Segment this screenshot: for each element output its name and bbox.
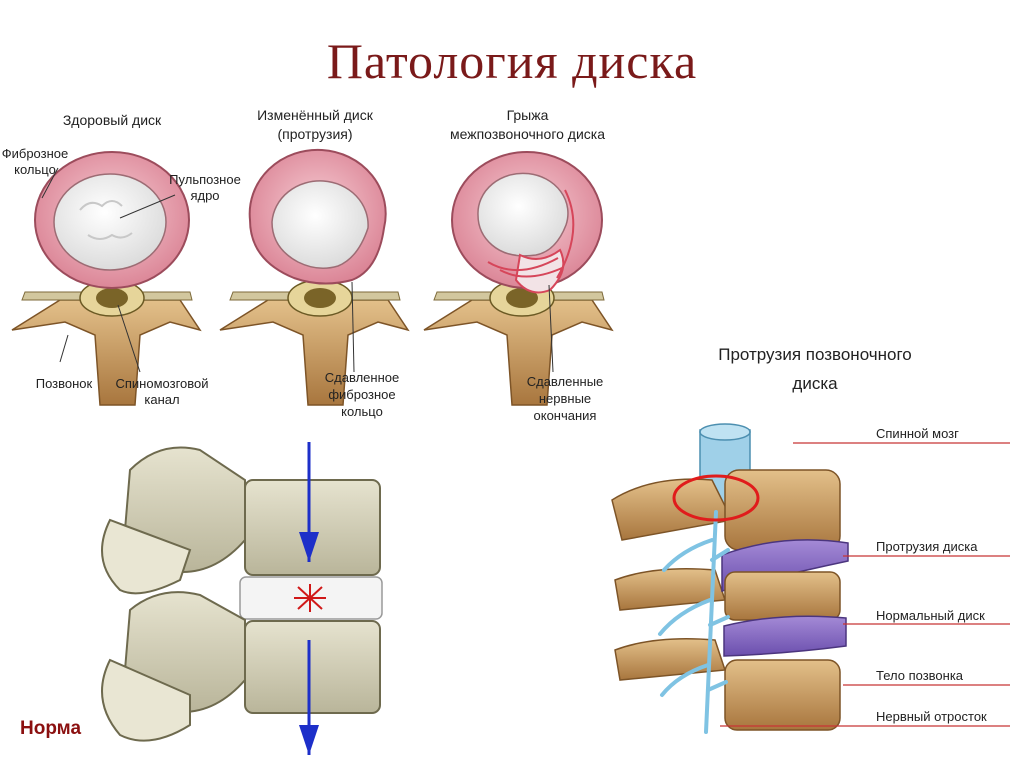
callout-spinal-cord: Спинной мозг xyxy=(876,426,959,441)
callout-vertebral-body: Тело позвонка xyxy=(876,668,964,683)
protrusion-callout-lines xyxy=(720,442,1010,727)
label-compressed-nerves-line3: окончания xyxy=(533,408,597,423)
label-spinal-canal-line1: Спиномозговой xyxy=(115,376,209,391)
label-compressed-ring-line3: кольцо xyxy=(341,404,383,419)
hernia-disc-figure xyxy=(423,151,614,406)
caption-hernia-line1: Грыжа xyxy=(506,107,549,123)
label-compressed-ring-line1: Сдавленное xyxy=(324,370,400,385)
caption-protrusion-line2: (протрузия) xyxy=(277,126,353,142)
label-compressed-ring-line2: фиброзное xyxy=(328,387,396,402)
label-compressed-nerves-line2: нервные xyxy=(538,391,592,406)
label-vertebra: Позвонок xyxy=(35,376,93,391)
panel2-leader-lines xyxy=(351,281,355,373)
callout-normal-disc: Нормальный диск xyxy=(876,608,985,623)
panel1-leader-lines xyxy=(41,167,176,373)
caption-hernia-line2: межпозвоночного диска xyxy=(449,126,606,142)
label-compressed-nerves-line1: Сдавленные xyxy=(526,374,604,389)
healthy-disc-figure xyxy=(11,151,202,406)
label-nucleus-line2: ядро xyxy=(190,188,220,203)
normal-spine-figure xyxy=(101,442,383,755)
panel3-leader-lines xyxy=(548,284,554,373)
label-spinal-canal-line2: канал xyxy=(144,392,180,407)
protrusion-diagram-title-line1: Протрузия позвоночного xyxy=(718,345,912,364)
protrusion-diagram-title-line2: диска xyxy=(792,374,838,393)
callout-disc-protrusion: Протрузия диска xyxy=(876,539,978,554)
callout-nerve-process: Нервный отросток xyxy=(876,709,987,724)
caption-protrusion-line1: Изменённый диск xyxy=(257,107,373,123)
protrusion-spine-figure xyxy=(611,423,849,734)
norma-label: Норма xyxy=(20,718,82,739)
label-nucleus-line1: Пульпозное xyxy=(169,172,241,187)
protrusion-disc-figure xyxy=(219,148,410,406)
label-fibrous-ring-line1: Фиброзное xyxy=(1,146,69,161)
page-title: Патология диска xyxy=(326,33,698,89)
caption-healthy-disc: Здоровый диск xyxy=(62,112,162,128)
label-fibrous-ring-line2: кольцо xyxy=(14,162,56,177)
